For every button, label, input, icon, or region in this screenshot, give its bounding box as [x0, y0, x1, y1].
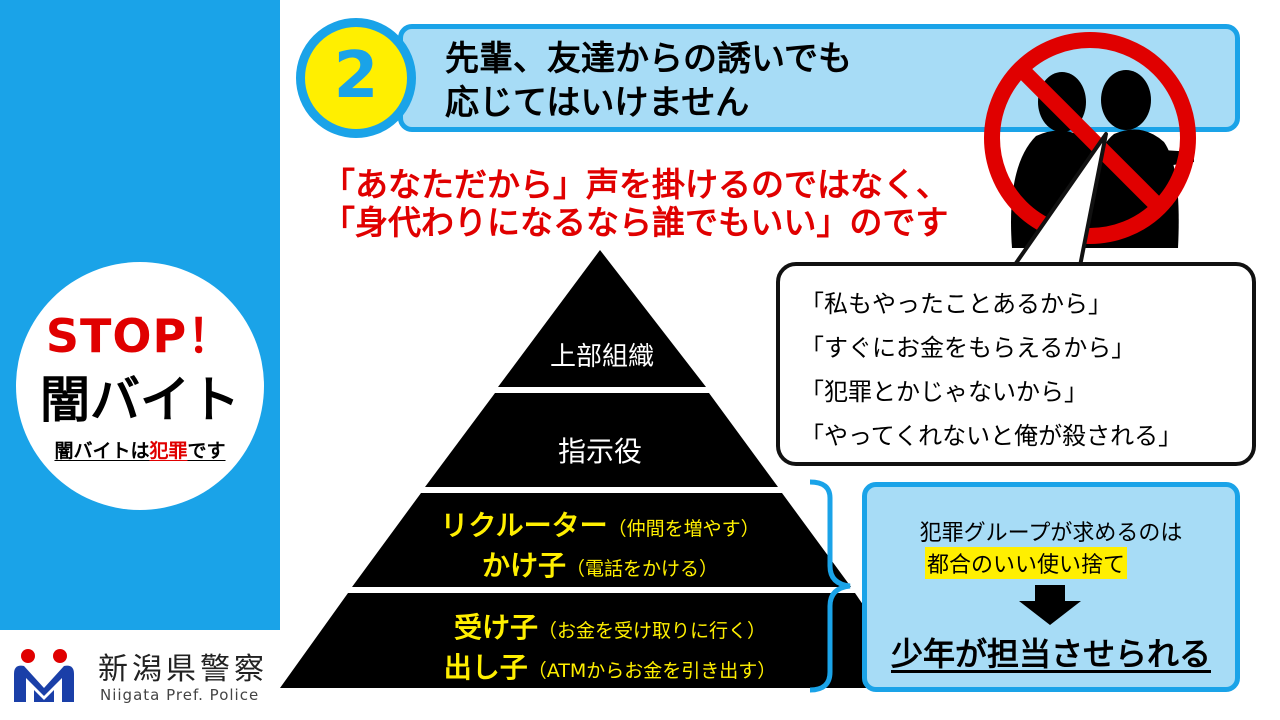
conclusion-box: 犯罪グループが求めるのは 都合のいい使い捨て 少年が担当させられる: [862, 482, 1240, 692]
police-emblem-icon: [14, 649, 74, 702]
red-message: 「あなただから」声を掛けるのではなく、 「身代わりになるなら誰でもいい」のです: [322, 166, 949, 242]
yami-baito-title: 闇バイト: [40, 371, 240, 429]
tier-2-label: 指示役: [557, 435, 642, 468]
sidebar: STOP！ 闇バイト 闇バイトは犯罪です 新潟県警察 Niigata Pref.…: [0, 0, 280, 720]
tier-top-label: 上部組織: [549, 342, 654, 372]
bubble-line: 「私もやったことあるから」: [800, 290, 1112, 318]
step-number: 2: [333, 39, 379, 113]
kakeko-note: （電話をかける）: [566, 558, 719, 580]
tier-4-line1: 受け子（お金を受け取りに行く）: [330, 606, 890, 646]
down-arrow-icon: [1019, 585, 1081, 625]
no-invitation-illustration: [984, 32, 1196, 248]
recruiter-role: リクルーター: [440, 509, 608, 542]
police-name: 新潟県警察: [98, 652, 268, 687]
header-title-line1: 先輩、友達からの誘いでも: [445, 39, 852, 79]
tier-3-line2: かけ子（電話をかける）: [380, 544, 820, 584]
conclusion-highlight: 都合のいい使い捨て: [925, 547, 1128, 579]
prohibition-slash-icon: [1016, 64, 1166, 214]
dashiko-role: 出し子: [443, 651, 528, 684]
red-message-line2: 「身代わりになるなら誰でもいい」のです: [322, 203, 949, 242]
conclusion-result: 少年が担当させられる: [890, 635, 1211, 673]
ukeko-note: （お金を受け取りに行く）: [538, 620, 767, 642]
recruiter-note: （仲間を増やす）: [607, 518, 760, 540]
ukeko-role: 受け子: [453, 611, 538, 644]
subtitle-prefix: 闇バイトは: [54, 440, 150, 462]
bubble-line: 「やってくれないと俺が殺される」: [800, 422, 1183, 450]
pyramid-tier-top: [498, 250, 706, 387]
yami-baito-subtitle: 闇バイトは犯罪です: [16, 436, 264, 463]
pyramid-tier-4: [280, 593, 920, 688]
tier-4-line2: 出し子（ATMからお金を引き出す）: [330, 646, 890, 686]
bubble-line: 「犯罪とかじゃないから」: [800, 378, 1088, 406]
header-title-line2: 応じてはいけません: [445, 83, 750, 123]
pyramid-tier-3: [352, 493, 851, 587]
step-number-badge: 2: [296, 18, 416, 138]
subtitle-suffix: です: [187, 440, 226, 462]
prohibition-circle-icon: [984, 32, 1196, 244]
tier-3-line1: リクルーター（仲間を増やす）: [380, 504, 820, 544]
header-title: 先輩、友達からの誘いでも 応じてはいけません: [445, 37, 852, 125]
police-logo-area: 新潟県警察 Niigata Pref. Police: [0, 630, 280, 720]
speech-bubble: 「私もやったことあるから」 「すぐにお金をもらえるから」 「犯罪とかじゃないから…: [776, 262, 1256, 466]
bracket-icon: [809, 479, 851, 693]
dashiko-note: （ATMからお金を引き出す）: [527, 660, 777, 682]
stop-text: STOP！: [45, 309, 235, 363]
police-name-en: Niigata Pref. Police: [100, 686, 260, 704]
conclusion-line1: 犯罪グループが求めるのは: [919, 521, 1183, 546]
stop-badge: STOP！ 闇バイト 闇バイトは犯罪です: [16, 262, 264, 510]
pyramid-tier-2: [425, 393, 778, 487]
bubble-line: 「すぐにお金をもらえるから」: [800, 334, 1136, 362]
subtitle-highlight: 犯罪: [149, 440, 188, 462]
kakeko-role: かけ子: [481, 549, 566, 582]
red-message-line1: 「あなただから」声を掛けるのではなく、: [322, 165, 949, 204]
